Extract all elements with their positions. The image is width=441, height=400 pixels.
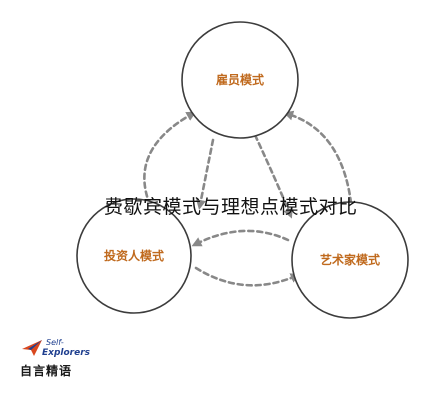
logo-text-self: Self- bbox=[46, 338, 64, 347]
arrow-investor-to-artist bbox=[194, 266, 301, 287]
logo-text-explorers: Explorers bbox=[42, 348, 91, 358]
logo-text-cn: 自言精语 bbox=[20, 364, 73, 378]
node-employer-label: 雇员模式 bbox=[216, 72, 264, 87]
arrow-investor-to-employer bbox=[143, 111, 197, 207]
arrow-employer-to-artist-inner bbox=[253, 133, 293, 219]
arrow-artist-to-employer bbox=[283, 110, 354, 214]
paper-plane-icon bbox=[22, 340, 42, 356]
node-artist-label: 艺术家模式 bbox=[320, 252, 380, 267]
brand-logo: Self- Explorers 自言精语 bbox=[20, 338, 90, 378]
node-investor: 投资人模式 bbox=[76, 198, 192, 314]
arrow-employer-to-investor-inner bbox=[196, 138, 215, 210]
diagram-caption: 费歇宾模式与理想点模式对比 bbox=[104, 196, 358, 218]
arrow-artist-to-investor bbox=[191, 229, 290, 247]
node-artist: 艺术家模式 bbox=[291, 201, 409, 319]
node-employer: 雇员模式 bbox=[181, 21, 299, 139]
node-investor-label: 投资人模式 bbox=[104, 248, 164, 263]
